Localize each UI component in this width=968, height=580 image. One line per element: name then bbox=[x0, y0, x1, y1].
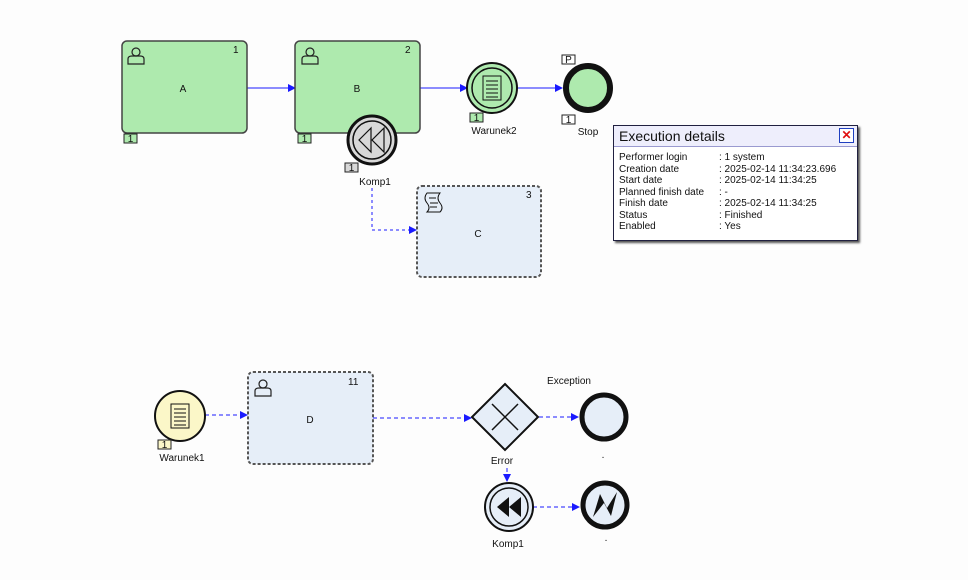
detail-value: : - bbox=[719, 186, 728, 198]
rewind-icon bbox=[358, 126, 385, 154]
instance-badge: 1 bbox=[349, 163, 355, 174]
detail-value: : 1 system bbox=[719, 152, 765, 163]
detail-value: : Yes bbox=[719, 221, 741, 232]
detail-key: Enabled bbox=[619, 221, 656, 232]
detail-key: Status bbox=[619, 209, 648, 221]
detail-key: Planned finish date bbox=[619, 186, 705, 198]
detail-value: : 2025-02-14 11:34:25 bbox=[719, 198, 817, 209]
detail-value: : Finished bbox=[719, 209, 763, 221]
instance-badge: 1 bbox=[162, 440, 168, 451]
task-number: 2 bbox=[405, 45, 411, 56]
compensation-throw-event[interactable]: Komp1 bbox=[484, 482, 534, 550]
end-event-stop[interactable]: P 1 Stop bbox=[561, 54, 613, 138]
task-a[interactable]: 1 A 1 bbox=[121, 40, 248, 145]
event-label: Warunek2 bbox=[471, 126, 517, 137]
task-label: C bbox=[474, 229, 481, 240]
end-event-exception[interactable]: Exception . bbox=[547, 376, 629, 461]
event-label: Komp1 bbox=[359, 177, 391, 188]
sequence-flows bbox=[205, 84, 580, 511]
panel-header: Execution details ✕ bbox=[614, 126, 857, 147]
p-badge: P bbox=[565, 55, 572, 66]
task-number: 1 bbox=[233, 45, 239, 56]
event-label: Komp1 bbox=[492, 539, 524, 550]
end-event-error[interactable]: . bbox=[580, 480, 630, 544]
script-icon bbox=[424, 192, 443, 213]
compensation-boundary-event[interactable]: 1 Komp1 bbox=[344, 114, 398, 188]
task-c[interactable]: 3 C bbox=[416, 185, 542, 278]
task-b[interactable]: 2 B 1 bbox=[294, 40, 421, 145]
detail-key: Creation date bbox=[619, 163, 680, 175]
execution-details-panel: Execution details ✕ Performer login : 1 s… bbox=[613, 125, 858, 241]
detail-row: Planned finish date : - bbox=[619, 187, 852, 199]
instance-badge: 1 bbox=[128, 134, 134, 145]
panel-title: Execution details bbox=[619, 128, 725, 144]
error-icon bbox=[593, 492, 617, 517]
detail-row: Enabled : Yes bbox=[619, 221, 852, 233]
task-d[interactable]: 11 D bbox=[247, 371, 374, 465]
detail-key: Finish date bbox=[619, 198, 668, 209]
detail-row: Start date : 2025-02-14 11:34:25 bbox=[619, 175, 852, 187]
task-label: D bbox=[306, 415, 313, 426]
rewind-icon bbox=[497, 497, 521, 517]
detail-key: Performer login bbox=[619, 152, 688, 163]
task-label: B bbox=[354, 84, 361, 95]
conditional-event-warunek2[interactable]: 1 Warunek2 bbox=[466, 62, 518, 137]
task-number: 11 bbox=[348, 377, 359, 388]
document-icon bbox=[482, 75, 502, 101]
event-sublabel: . bbox=[602, 450, 605, 461]
detail-value: : 2025-02-14 11:34:23.696 bbox=[719, 163, 837, 175]
x-icon bbox=[491, 403, 519, 431]
detail-value: : 2025-02-14 11:34:25 bbox=[719, 175, 817, 186]
detail-key: Start date bbox=[619, 175, 663, 186]
close-icon[interactable]: ✕ bbox=[839, 128, 854, 143]
detail-row: Status : Finished bbox=[619, 210, 852, 222]
event-label: Exception bbox=[547, 376, 591, 387]
instance-badge: 1 bbox=[474, 113, 480, 124]
exclusive-gateway-error[interactable]: Error bbox=[470, 382, 540, 467]
event-label: Stop bbox=[578, 127, 599, 138]
detail-row: Performer login : 1 system bbox=[619, 152, 852, 164]
event-label: Warunek1 bbox=[159, 453, 205, 464]
detail-row: Creation date : 2025-02-14 11:34:23.696 bbox=[619, 164, 852, 176]
flow-komp1-c[interactable] bbox=[371, 188, 417, 234]
task-label: A bbox=[180, 84, 187, 95]
task-number: 3 bbox=[526, 190, 532, 201]
event-label: . bbox=[605, 533, 608, 544]
instance-badge: 1 bbox=[302, 134, 308, 145]
instance-badge: 1 bbox=[566, 115, 572, 126]
document-icon bbox=[170, 403, 190, 429]
detail-row: Finish date : 2025-02-14 11:34:25 bbox=[619, 198, 852, 210]
gateway-label: Error bbox=[491, 456, 514, 467]
conditional-start-event-warunek1[interactable]: 1 Warunek1 bbox=[154, 390, 206, 464]
